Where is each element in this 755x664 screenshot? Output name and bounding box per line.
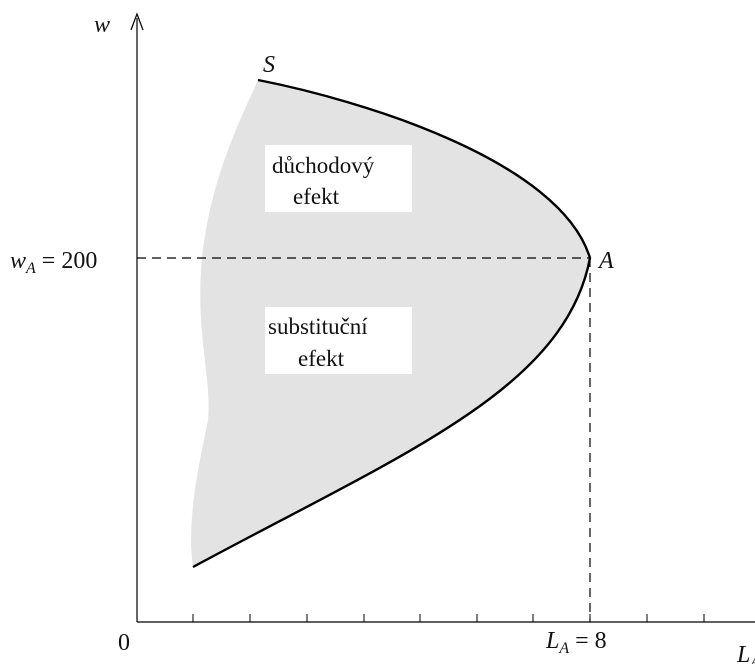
- point-S-label: S: [263, 52, 275, 78]
- income-effect-box: [265, 145, 412, 212]
- y-axis-arrow-icon: [130, 12, 144, 31]
- substitution-effect-box: [265, 307, 412, 374]
- origin-label: 0: [118, 630, 130, 656]
- substitution-effect-label-line2: efekt: [298, 346, 345, 371]
- income-effect-label-line1: důchodový: [272, 153, 375, 178]
- point-A-label: A: [597, 248, 614, 274]
- y-axis-label: w: [94, 12, 110, 38]
- substitution-effect-label-line1: substituční: [268, 314, 368, 339]
- labor-supply-curve: [192, 78, 592, 569]
- x-axis-label-sub: A: [749, 654, 755, 664]
- x-axis-ticks: [192, 614, 705, 622]
- wA-marker-label: wA = 200: [10, 248, 97, 277]
- x-axis-label: LA: [736, 642, 755, 664]
- x-axis-label-main: L: [736, 642, 750, 664]
- LA-marker-label: LA = 8: [545, 628, 607, 657]
- income-effect-label-line2: efekt: [293, 184, 340, 209]
